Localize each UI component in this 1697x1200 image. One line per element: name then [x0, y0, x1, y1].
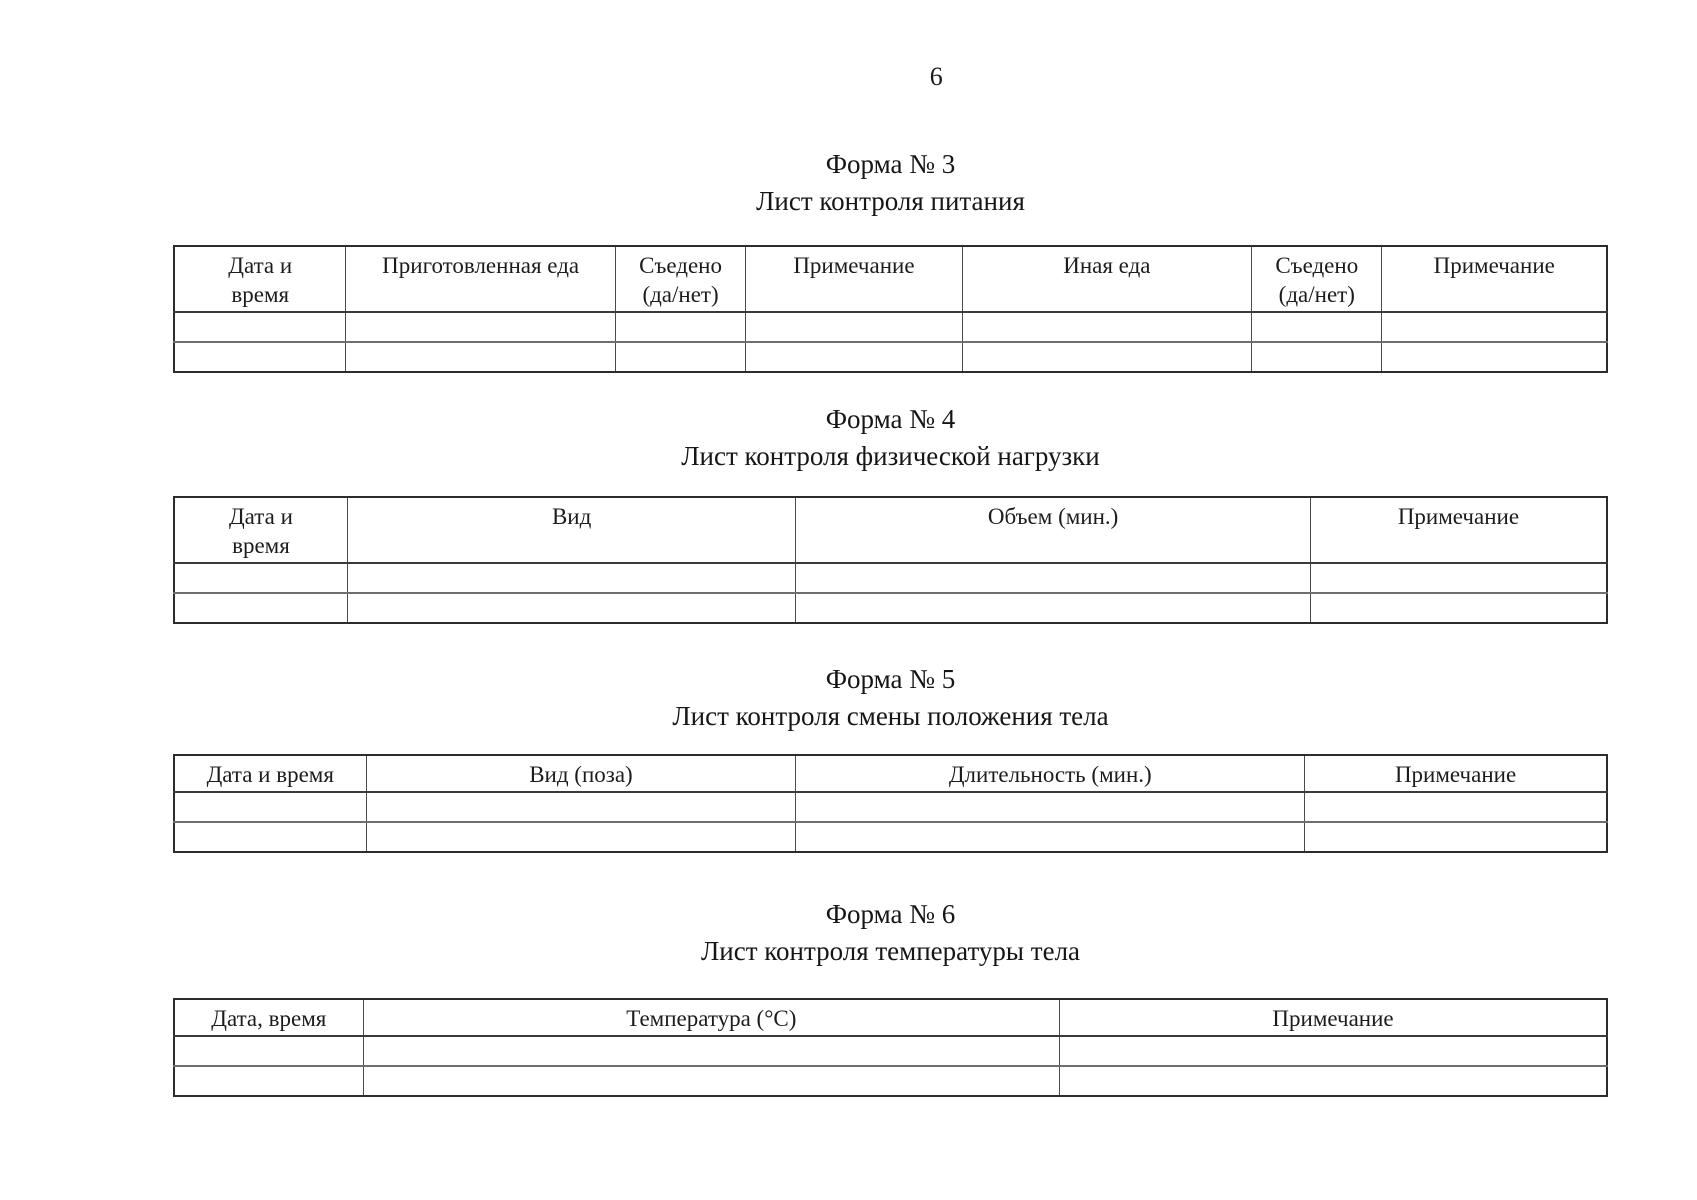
column-header: Длительность (мин.): [795, 754, 1306, 793]
column-header: Примечание: [1309, 496, 1608, 564]
column-header: Вид: [346, 496, 797, 564]
table-cell: [614, 311, 747, 343]
table-cell: [346, 562, 797, 594]
form-subtitle: Лист контроля питания: [756, 186, 1025, 216]
table-cell: [795, 821, 1306, 853]
table-cell: [1059, 1065, 1608, 1097]
table-cell: [1309, 562, 1608, 594]
column-header: Объем (мин.): [795, 496, 1311, 564]
table-cell: [795, 791, 1306, 823]
column-header: Дата, время: [173, 998, 364, 1037]
table-cell: [362, 1035, 1061, 1067]
table-cell: [1381, 311, 1608, 343]
table-cell: [1309, 592, 1608, 624]
form-title: Форма № 3: [825, 149, 956, 179]
column-header: Примечание: [1304, 754, 1608, 793]
table-row: [173, 592, 1608, 624]
table-row: [173, 1065, 1608, 1097]
column-header: Примечание: [1059, 998, 1608, 1037]
table-cell: [173, 562, 348, 594]
table-cell: [1304, 821, 1608, 853]
table-row: [173, 1035, 1608, 1067]
table-row: [173, 311, 1608, 343]
table-cell: [1304, 791, 1608, 823]
page-number: 6: [929, 62, 944, 91]
table-cell: [365, 821, 797, 853]
table-row: [173, 821, 1608, 853]
table-cell: [173, 1035, 364, 1067]
column-header: Температура (°С): [362, 998, 1061, 1037]
table-cell: [1381, 341, 1608, 373]
column-header: Дата и время: [173, 496, 348, 564]
table-cell: [173, 311, 347, 343]
table-cell: [1251, 311, 1383, 343]
table-cell: [173, 1065, 364, 1097]
table-cell: [961, 341, 1253, 373]
column-header: Иная еда: [961, 245, 1253, 313]
table-cell: [173, 791, 367, 823]
form-section: Форма № 4 Лист контроля физической нагруз…: [173, 401, 1608, 624]
table-cell: [1251, 341, 1383, 373]
table-cell: [365, 791, 797, 823]
table-row: [173, 562, 1608, 594]
form-title: Форма № 4: [825, 404, 956, 434]
column-header: Дата и время: [173, 754, 367, 793]
table-cell: [795, 592, 1311, 624]
table-cell: [614, 341, 747, 373]
form-title: Форма № 5: [825, 664, 956, 694]
table-cell: [362, 1065, 1061, 1097]
table-cell: [173, 341, 347, 373]
table-cell: [346, 592, 797, 624]
table-cell: [345, 311, 616, 343]
table-cell: [1059, 1035, 1608, 1067]
column-header: Дата и время: [173, 245, 347, 313]
column-header: Съедено (да/нет): [614, 245, 747, 313]
column-header: Примечание: [1381, 245, 1608, 313]
table-cell: [345, 341, 616, 373]
form-section: Форма № 5 Лист контроля смены положения т…: [173, 661, 1608, 853]
table-cell: [961, 311, 1253, 343]
form-subtitle: Лист контроля физической нагрузки: [681, 441, 1100, 471]
form-title: Форма № 6: [825, 899, 956, 929]
form-subtitle: Лист контроля смены положения тела: [672, 701, 1109, 731]
form-subtitle: Лист контроля температуры тела: [700, 936, 1081, 966]
column-header: Съедено (да/нет): [1251, 245, 1383, 313]
table-cell: [173, 592, 348, 624]
column-header: Приготовленная еда: [345, 245, 616, 313]
table-row: [173, 341, 1608, 373]
column-header: Вид (поза): [365, 754, 797, 793]
table-cell: [745, 341, 963, 373]
table-row: [173, 791, 1608, 823]
table-cell: [173, 821, 367, 853]
table-cell: [795, 562, 1311, 594]
table-cell: [745, 311, 963, 343]
column-header: Примечание: [745, 245, 963, 313]
